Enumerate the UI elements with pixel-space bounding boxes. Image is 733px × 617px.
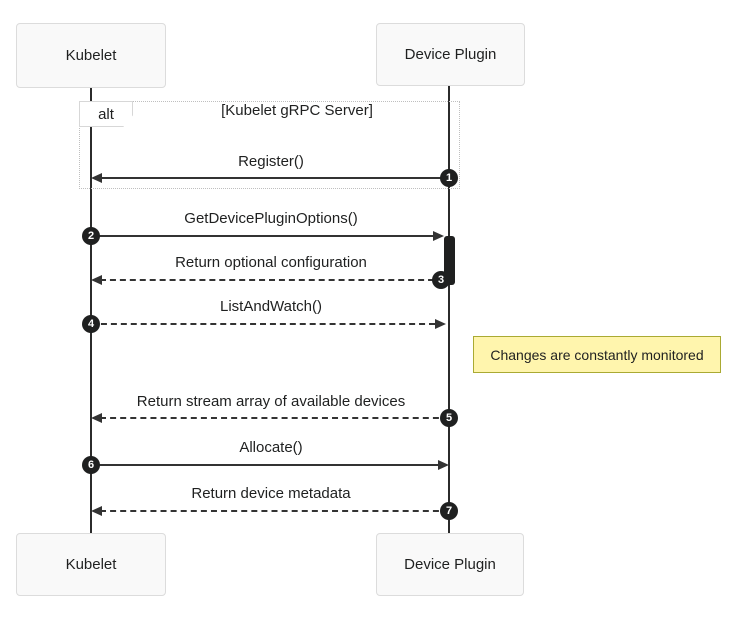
lifeline-device-plugin bbox=[448, 86, 450, 533]
message-line bbox=[100, 417, 449, 419]
actor-kubelet-label: Kubelet bbox=[65, 556, 117, 573]
message-label: Return stream array of available devices bbox=[136, 393, 406, 410]
message-line bbox=[91, 235, 433, 237]
alt-frame-label: alt bbox=[79, 101, 133, 127]
message-line bbox=[100, 279, 444, 281]
actor-device-plugin-label: Device Plugin bbox=[404, 46, 497, 63]
arrowhead-right-icon bbox=[433, 231, 444, 241]
sequence-number-badge: 7 bbox=[440, 502, 458, 520]
message-line bbox=[91, 464, 438, 466]
actor-kubelet-top: Kubelet bbox=[16, 23, 166, 88]
actor-device-plugin-top: Device Plugin bbox=[376, 23, 525, 86]
note-box: Changes are constantly monitored bbox=[473, 336, 721, 373]
actor-kubelet-label: Kubelet bbox=[65, 47, 117, 64]
actor-kubelet-bottom: Kubelet bbox=[16, 533, 166, 596]
sequence-number-badge: 5 bbox=[440, 409, 458, 427]
arrowhead-left-icon bbox=[91, 275, 102, 285]
sequence-number-badge: 2 bbox=[82, 227, 100, 245]
message-label: Return optional configuration bbox=[175, 254, 367, 271]
message-label: Return device metadata bbox=[191, 485, 351, 502]
sequence-number-badge: 1 bbox=[440, 169, 458, 187]
message-line bbox=[91, 323, 435, 325]
message-label: GetDevicePluginOptions() bbox=[184, 210, 358, 227]
sequence-number-badge: 4 bbox=[82, 315, 100, 333]
sequence-number-badge: 6 bbox=[82, 456, 100, 474]
arrowhead-left-icon bbox=[91, 413, 102, 423]
sequence-number-badge: 3 bbox=[432, 271, 450, 289]
activation-bar bbox=[444, 236, 455, 285]
message-label: Allocate() bbox=[239, 439, 303, 456]
actor-device-plugin-bottom: Device Plugin bbox=[376, 533, 524, 596]
message-line bbox=[100, 177, 449, 179]
arrowhead-right-icon bbox=[438, 460, 449, 470]
arrowhead-right-icon bbox=[435, 319, 446, 329]
alt-label-text: alt bbox=[98, 105, 114, 123]
actor-device-plugin-label: Device Plugin bbox=[404, 556, 496, 573]
message-label: ListAndWatch() bbox=[220, 298, 322, 315]
lifeline-kubelet bbox=[90, 88, 92, 533]
note-text: Changes are constantly monitored bbox=[490, 346, 704, 363]
alt-frame bbox=[79, 101, 460, 189]
message-label: Register() bbox=[238, 153, 304, 170]
arrowhead-left-icon bbox=[91, 506, 102, 516]
arrowhead-left-icon bbox=[91, 173, 102, 183]
alt-guard-text: [Kubelet gRPC Server] bbox=[221, 102, 373, 119]
message-line bbox=[100, 510, 449, 512]
